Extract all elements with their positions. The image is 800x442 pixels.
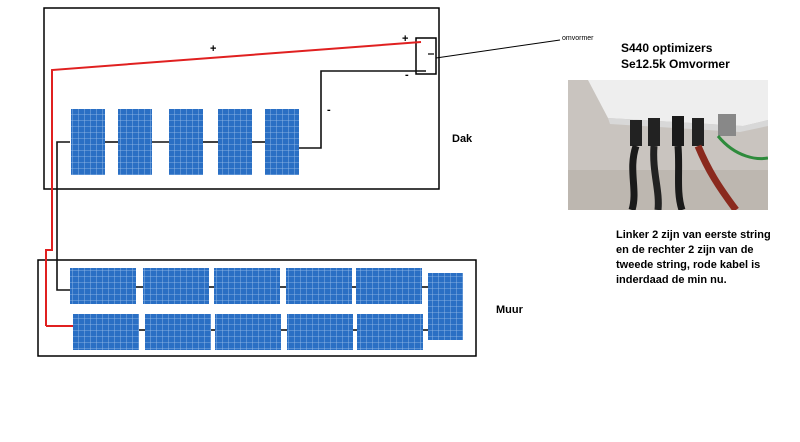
solar-panel xyxy=(71,109,105,175)
solar-panel xyxy=(118,109,152,175)
minus-label-wire: - xyxy=(327,104,331,116)
inverter-box xyxy=(415,37,437,75)
inverter-connectors-photo xyxy=(568,80,768,210)
plus-label-top: + xyxy=(210,43,217,55)
omvormer-label: omvormer xyxy=(562,35,594,42)
solar-panel xyxy=(286,268,352,304)
dak-label: Dak xyxy=(452,133,473,145)
red-wire xyxy=(45,41,422,326)
muur-label: Muur xyxy=(496,304,523,316)
omvormer-pointer xyxy=(435,39,561,59)
solar-panel xyxy=(287,314,353,350)
wall-panels-top-row xyxy=(70,268,422,304)
solar-panel xyxy=(218,109,252,175)
info-line-optimizers: S440 optimizers xyxy=(621,41,713,55)
wall-frame xyxy=(37,259,477,357)
black-wire-string-link xyxy=(56,141,70,291)
plus-label-inverter: + xyxy=(402,33,409,45)
solar-panel xyxy=(73,314,139,350)
wall-panels-bottom-row xyxy=(46,314,423,350)
solar-panel xyxy=(143,268,209,304)
roof-panels xyxy=(71,109,299,175)
solar-panel xyxy=(145,314,211,350)
solar-panel xyxy=(356,268,422,304)
solar-panel xyxy=(215,314,281,350)
solar-panel xyxy=(214,268,280,304)
solar-panel xyxy=(169,109,203,175)
minus-label-inverter: - xyxy=(405,69,409,81)
info-line-inverter: Se12.5k Omvormer xyxy=(621,57,730,71)
roof-frame xyxy=(43,7,440,190)
photo-caption: Linker 2 zijn van eerste string en de re… xyxy=(616,229,771,286)
photo-illustration xyxy=(568,80,768,210)
solar-panel xyxy=(357,314,423,350)
solar-panel xyxy=(70,268,136,304)
solar-panel xyxy=(265,109,299,175)
solar-panel-vertical xyxy=(428,273,463,340)
black-wire-minus xyxy=(299,70,426,149)
info-title: S440 optimizers Se12.5k Omvormer xyxy=(621,40,730,72)
